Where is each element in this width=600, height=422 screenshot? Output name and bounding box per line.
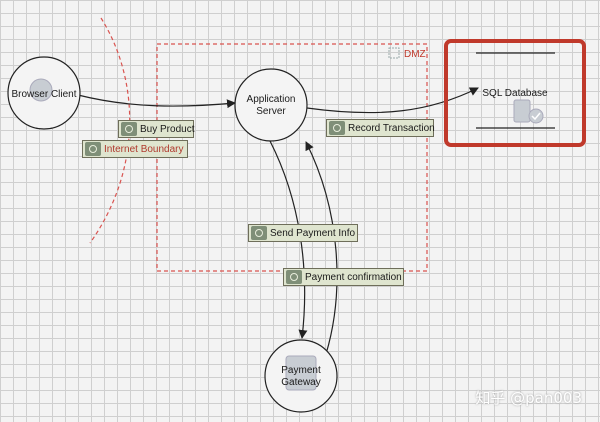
payment-gateway-node[interactable]: Payment Gateway <box>264 339 338 413</box>
flow-icon <box>329 121 345 135</box>
flow-label-text: Buy Product <box>140 123 195 135</box>
flow-label-buy-product[interactable]: Buy Product <box>118 120 194 138</box>
payment-gateway-label-line2: Gateway <box>281 377 320 388</box>
flow-label-payment-confirmation[interactable]: Payment confirmation <box>283 268 404 286</box>
watermark: 知乎 @pan003 <box>475 389 582 407</box>
sql-database-node[interactable]: SQL Database <box>444 39 586 147</box>
flow-label-text: Record Transaction <box>348 122 435 134</box>
boundary-icon <box>85 142 101 156</box>
dmz-icon <box>388 47 400 59</box>
sql-database-highlight <box>444 39 586 147</box>
flow-label-send-payment-info[interactable]: Send Payment Info <box>248 224 358 242</box>
browser-client-node[interactable]: Browser Client <box>7 56 81 130</box>
flow-label-record-transaction[interactable]: Record Transaction <box>326 119 435 137</box>
flow-icon <box>251 226 267 240</box>
application-server-label-line1: Application <box>247 94 296 105</box>
dmz-label: DMZ <box>404 49 426 60</box>
flow-icon <box>286 270 302 284</box>
flow-line-payment-confirmation[interactable] <box>305 141 338 355</box>
flow-label-text: Send Payment Info <box>270 227 356 239</box>
application-server-label-line2: Server <box>256 106 286 117</box>
flow-label-text: Payment confirmation <box>305 271 402 283</box>
payment-gateway-icon <box>285 355 317 391</box>
boundary-label-internet[interactable]: Internet Boundary <box>82 140 188 158</box>
boundary-label-text: Internet Boundary <box>104 143 184 155</box>
flow-line-record-transaction[interactable] <box>306 87 479 114</box>
flow-line-buy-product[interactable] <box>77 94 236 109</box>
payment-gateway-label-line1: Payment <box>281 365 321 376</box>
browser-client-label: Browser Client <box>11 89 76 100</box>
sql-database-label: SQL Database <box>482 88 548 99</box>
flow-icon <box>121 122 137 136</box>
application-server-node[interactable]: Application Server <box>234 68 308 142</box>
database-icon <box>513 99 544 124</box>
browser-client-icon <box>29 78 53 102</box>
